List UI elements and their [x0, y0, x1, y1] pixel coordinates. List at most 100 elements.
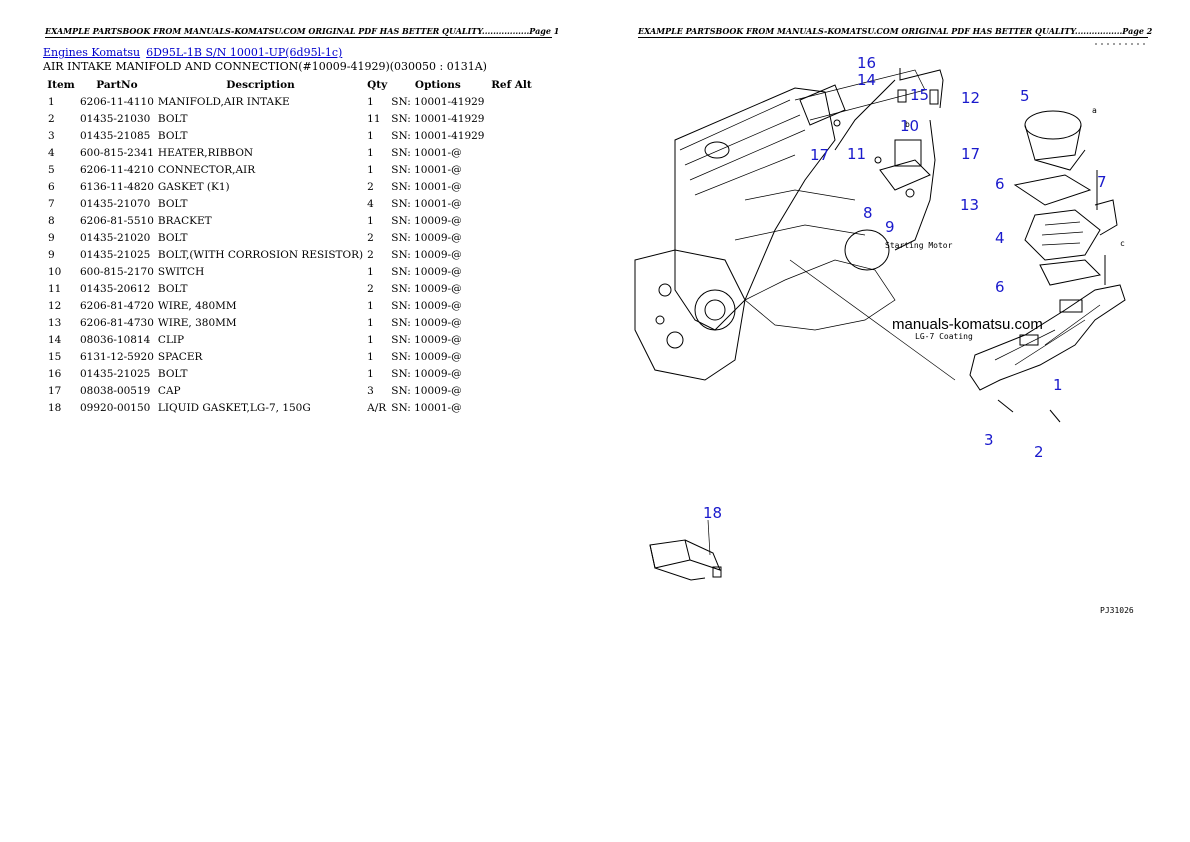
part-callout: 10 [900, 117, 919, 135]
cell-description: CONNECTOR,AIR [157, 163, 256, 176]
cell-partno: 6206-81-5510 [80, 214, 154, 227]
cell-qty: 2 [367, 180, 374, 193]
cell-ref-alt [486, 93, 536, 110]
cell-ref-alt [486, 212, 536, 229]
cell-options: SN: 10009-@ [391, 265, 462, 278]
cell-qty: 1 [367, 333, 374, 346]
cell-ref-alt [486, 297, 536, 314]
table-header-row: Item PartNo Description Qty Options Ref … [44, 76, 536, 93]
cell-ref-alt [486, 314, 536, 331]
cell-options: SN: 10001-@ [391, 180, 462, 193]
column-header-item: Item [47, 78, 75, 91]
cell-ref-alt [486, 229, 536, 246]
cell-description: BOLT [157, 367, 188, 380]
part-callout: 13 [960, 196, 979, 214]
cell-description: BOLT,(WITH CORROSION RESISTOR) [157, 248, 364, 261]
part-callout: 8 [863, 204, 873, 222]
part-callout: 16 [857, 54, 876, 72]
part-callout: 17 [961, 145, 980, 163]
part-callout: 9 [885, 218, 895, 236]
cell-item: 1 [48, 95, 55, 108]
cell-item: 4 [48, 146, 55, 159]
cell-item: 17 [48, 384, 62, 397]
cell-description: HEATER,RIBBON [157, 146, 254, 159]
cell-options: SN: 10009-@ [391, 316, 462, 329]
cell-partno: 6131-12-5920 [80, 350, 154, 363]
cell-description: CAP [157, 384, 181, 397]
cell-item: 9 [48, 231, 55, 244]
cell-description: BOLT [157, 231, 188, 244]
cell-item: 7 [48, 197, 55, 210]
cell-partno: 08036-10814 [80, 333, 151, 346]
column-header-partno: PartNo [96, 78, 138, 91]
part-callout: 12 [961, 89, 980, 107]
cell-ref-alt [486, 144, 536, 161]
column-header-options: Options [414, 78, 461, 91]
cell-item: 13 [48, 316, 62, 329]
cell-qty: 2 [367, 282, 374, 295]
cell-description: MANIFOLD,AIR INTAKE [157, 95, 290, 108]
parts-list-page: EXAMPLE PARTSBOOK FROM MANUALS-KOMATSU.C… [43, 26, 560, 416]
cell-options: SN: 10009-@ [391, 333, 462, 346]
page-header: EXAMPLE PARTSBOOK FROM MANUALS-KOMATSU.C… [45, 26, 560, 38]
cell-partno: 01435-21025 [80, 367, 151, 380]
cell-partno: 01435-21085 [80, 129, 151, 142]
part-callout: 5 [1020, 87, 1030, 105]
part-callout: 6 [995, 278, 1005, 296]
cell-item: 6 [48, 180, 55, 193]
manifold-drawing: LG-7 Coating [915, 284, 1126, 423]
cell-qty: 1 [367, 129, 374, 142]
part-callout: 1 [1053, 376, 1063, 394]
cell-description: WIRE, 380MM [157, 316, 237, 329]
cell-ref-alt [486, 161, 536, 178]
cell-ref-alt [486, 246, 536, 263]
part-callout: 6 [995, 175, 1005, 193]
cell-qty: 1 [367, 163, 374, 176]
cell-description: SWITCH [157, 265, 205, 278]
cell-item: 14 [48, 333, 62, 346]
cell-options: SN: 10001-@ [391, 146, 462, 159]
part-callout: 15 [910, 86, 929, 104]
air-connector-drawing: a c [1013, 106, 1125, 286]
cell-ref-alt [486, 178, 536, 195]
breadcrumb-link-engines[interactable]: Engines Komatsu [43, 46, 141, 59]
breadcrumb-link-model[interactable]: 6D95L-1B S/N 10001-UP(6d95l-1c) [146, 46, 343, 59]
cell-description: BOLT [157, 197, 188, 210]
cell-partno: 6206-81-4730 [80, 316, 154, 329]
cell-item: 3 [48, 129, 55, 142]
cell-qty: 3 [367, 384, 374, 397]
ref-c-label: c [1120, 239, 1125, 248]
cell-partno: 6206-81-4720 [80, 299, 154, 312]
cell-options: SN: 10001-@ [391, 401, 462, 414]
cell-qty: 11 [367, 112, 381, 125]
switch-bracket-drawing: Starting Motor b [833, 68, 953, 251]
cell-qty: A/R [367, 401, 387, 414]
part-callout: 11 [847, 145, 866, 163]
cell-ref-alt [486, 110, 536, 127]
part-callout: 18 [703, 504, 722, 522]
exploded-parts-diagram: Starting Motor b a c LG-7 Coatin [634, 43, 1148, 615]
cell-partno: 01435-21020 [80, 231, 151, 244]
cell-qty: 4 [367, 197, 374, 210]
cell-options: SN: 10001-@ [391, 197, 462, 210]
cell-ref-alt [486, 263, 536, 280]
section-title: AIR INTAKE MANIFOLD AND CONNECTION(#1000… [43, 60, 487, 73]
cell-qty: 2 [367, 248, 374, 261]
cell-qty: 1 [367, 316, 374, 329]
cell-partno: 01435-20612 [80, 282, 151, 295]
cell-item: 10 [48, 265, 62, 278]
cell-partno: 01435-21030 [80, 112, 151, 125]
